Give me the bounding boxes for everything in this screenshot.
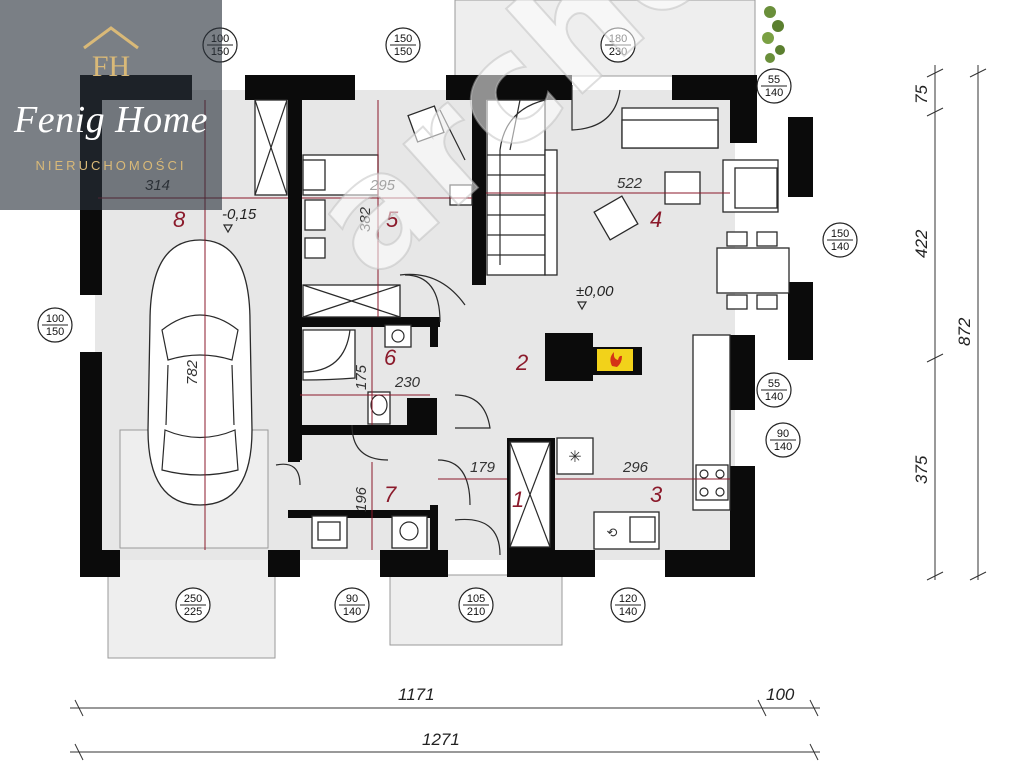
room-number-7: 7: [384, 482, 397, 507]
svg-text:✳: ✳: [568, 449, 581, 466]
svg-text:250: 250: [184, 593, 202, 605]
overall-dimension-lines: [70, 65, 987, 761]
svg-text:225: 225: [184, 606, 202, 618]
svg-text:140: 140: [774, 441, 792, 453]
staircase: [486, 85, 621, 276]
dim-bath-length: 175: [353, 364, 370, 390]
svg-text:90: 90: [777, 428, 789, 440]
dim-kitchen-width: 296: [622, 459, 649, 476]
closet: [509, 441, 551, 548]
svg-text:120: 120: [619, 593, 637, 605]
svg-text:150: 150: [394, 33, 412, 45]
svg-text:⟲: ⟲: [607, 525, 618, 540]
kitchen-fixtures: ✳ ⟲: [556, 334, 731, 550]
dim-side-422: 422: [912, 229, 931, 258]
svg-text:140: 140: [765, 391, 783, 403]
dim-side-75: 75: [912, 85, 931, 104]
svg-text:210: 210: [467, 606, 485, 618]
dim-room7-length: 196: [353, 486, 370, 512]
room-number-4: 4: [650, 207, 662, 232]
room-number-6: 6: [384, 345, 397, 370]
svg-text:150: 150: [46, 326, 64, 338]
plant-icon: [762, 6, 785, 63]
svg-text:55: 55: [768, 74, 780, 86]
dim-room5-width: 295: [369, 177, 396, 194]
svg-text:FH: FH: [92, 50, 130, 83]
svg-text:90: 90: [346, 593, 358, 605]
svg-text:150: 150: [831, 228, 849, 240]
svg-text:140: 140: [343, 606, 361, 618]
dim-bath-width: 230: [394, 374, 421, 391]
garage-shelf: [254, 99, 288, 196]
dim-overall-1271: 1271: [422, 730, 460, 749]
level-house: ±0,00: [576, 283, 614, 300]
room-number-1: 1: [512, 487, 524, 512]
dim-hall-width: 179: [470, 459, 496, 476]
room-number-8: 8: [173, 207, 186, 232]
svg-text:55: 55: [768, 378, 780, 390]
svg-text:140: 140: [831, 241, 849, 253]
dim-room5-length: 382: [357, 206, 374, 232]
svg-text:105: 105: [467, 593, 485, 605]
svg-text:100: 100: [46, 313, 64, 325]
brand-tagline: NIERUCHOMOŚCI: [35, 158, 187, 173]
svg-text:180: 180: [609, 33, 627, 45]
svg-text:150: 150: [394, 46, 412, 58]
brand-name: Fenig Home: [14, 99, 208, 141]
room-number-5: 5: [386, 207, 399, 232]
svg-text:140: 140: [619, 606, 637, 618]
car-icon: [147, 239, 253, 506]
svg-text:230: 230: [609, 46, 627, 58]
bedroom-furniture: [302, 105, 473, 318]
svg-text:140: 140: [765, 87, 783, 99]
room7-fixtures: [275, 463, 501, 556]
dim-overall-100: 100: [766, 685, 795, 704]
dim-garage-length: 782: [184, 359, 201, 385]
dim-side-872: 872: [955, 317, 974, 346]
room-number-3: 3: [650, 482, 663, 507]
living-furniture: [593, 107, 790, 310]
house-monogram-icon: FH: [83, 26, 139, 83]
dim-overall-1171: 1171: [398, 685, 435, 704]
dim-living-width: 522: [617, 175, 643, 192]
dim-side-375: 375: [912, 455, 931, 484]
room-number-2: 2: [515, 350, 528, 375]
brand-logo: FH Fenig Home NIERUCHOMOŚCI: [0, 0, 222, 210]
level-garage: -0,15: [222, 206, 257, 223]
bathroom-fixtures: [302, 274, 491, 506]
fireplace-icon: [545, 333, 642, 381]
